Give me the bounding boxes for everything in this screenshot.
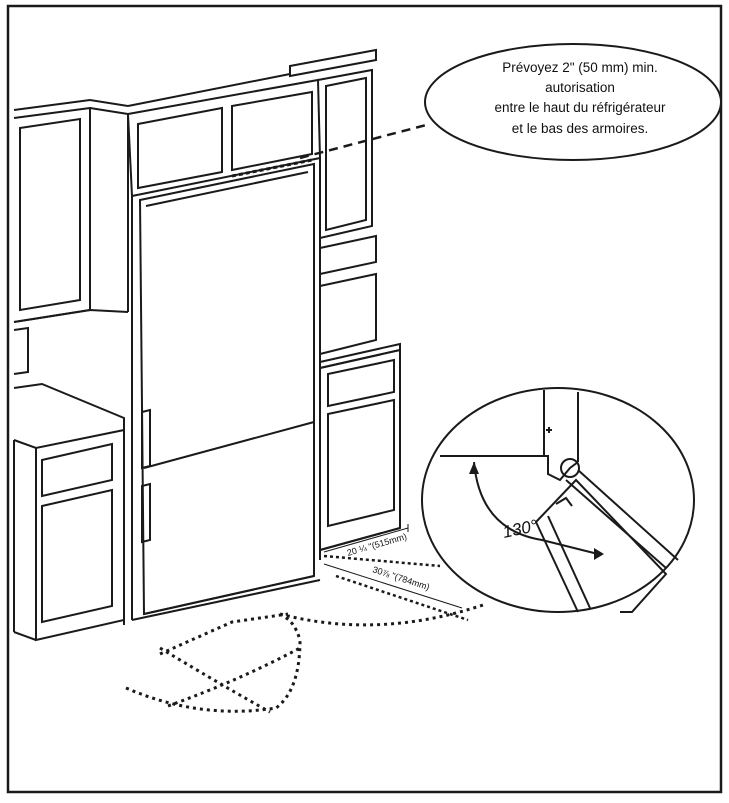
left-upper-cabinets	[13, 98, 129, 375]
upper-door-handle	[141, 408, 151, 470]
refrigerator	[131, 162, 321, 621]
callout-line-4: et le bas des armoires.	[512, 121, 649, 136]
depth-dimension-label: 30⅞ "(784mm)	[371, 564, 430, 592]
door-swing-arcs	[125, 602, 487, 714]
lower-door-handle	[141, 482, 151, 544]
upper-cabinets-above-fridge	[126, 73, 322, 620]
diagram-frame	[6, 4, 723, 794]
top-clearance-indicator	[231, 122, 431, 178]
angle-arc	[473, 461, 599, 555]
callout-line-2: autorisation	[545, 80, 615, 95]
left-base-cabinet	[13, 382, 125, 642]
callout-line-3: entre le haut du réfrigérateur	[494, 100, 666, 115]
floor-dimensions	[323, 524, 469, 622]
callout-line-1: Prévoyez 2" (50 mm) min.	[502, 60, 658, 75]
clearance-callout: Prévoyez 2" (50 mm) min. autorisation en…	[424, 43, 722, 161]
hinge-detail: 130°	[421, 387, 695, 613]
right-upper-cabinets	[289, 48, 401, 369]
right-base-cabinet	[319, 348, 401, 551]
